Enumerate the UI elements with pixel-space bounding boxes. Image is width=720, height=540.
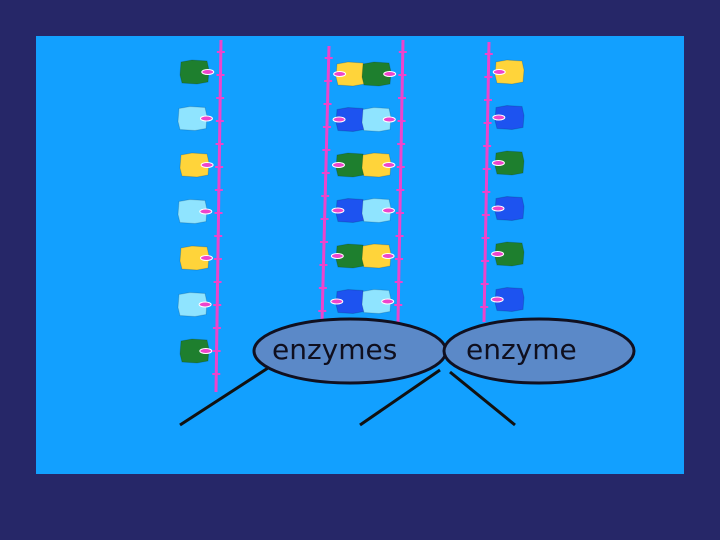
- pointer-line-left-1: [179, 366, 269, 427]
- strand-1: [177, 39, 225, 393]
- strand-4-sugar-dark-blue: [494, 104, 525, 131]
- strand-3-linkage: [382, 162, 396, 168]
- strand-3-linkage: [383, 71, 397, 77]
- strand-1-sugar-light-blue: [177, 291, 208, 318]
- strand-3-sugar-light-blue: [361, 288, 392, 315]
- strand-1-sugar-green: [179, 338, 210, 364]
- strand-2-linkage: [330, 253, 344, 259]
- strand-3: [361, 39, 407, 323]
- strand-2-linkage: [332, 116, 346, 123]
- strand-3-linkage: [381, 207, 395, 214]
- strand-4-linkage: [492, 114, 506, 121]
- strand-4-sugar-green: [494, 241, 525, 267]
- strand-3-sugar-light-blue: [361, 106, 392, 133]
- strand-3-linkage: [381, 253, 395, 259]
- strand-2-linkage: [331, 207, 345, 214]
- strand-4-backbone: [482, 41, 491, 323]
- strand-3-sugar-yellow: [361, 243, 392, 269]
- strand-1-sugar-yellow: [179, 245, 210, 271]
- strand-1-sugar-yellow: [179, 152, 210, 178]
- strand-1-sugar-light-blue: [177, 198, 208, 225]
- strand-1-linkage: [198, 301, 212, 308]
- strand-4-linkage: [491, 205, 505, 212]
- pointer-line-right: [449, 370, 516, 427]
- strand-4-linkage: [490, 296, 504, 303]
- strand-3-backbone: [396, 39, 405, 323]
- strand-1-linkage: [199, 208, 213, 215]
- strand-4-sugar-dark-blue: [494, 286, 525, 313]
- strand-3-sugar-yellow: [361, 152, 392, 178]
- strands-layer: [177, 39, 525, 393]
- strand-3-linkage: [382, 116, 396, 123]
- strand-2-backbone: [320, 45, 331, 323]
- strand-1-linkage: [199, 255, 213, 261]
- strand-2: [318, 45, 366, 323]
- strand-4-linkage: [491, 160, 505, 166]
- strand-4-sugar-dark-blue: [494, 195, 525, 222]
- strand-3-linkage: [381, 298, 395, 305]
- pointer-lines: [179, 366, 516, 427]
- strand-3-sugar-green: [361, 61, 392, 87]
- strand-1-backbone: [214, 39, 223, 393]
- strand-1-linkage: [201, 69, 215, 75]
- strand-3-sugar-light-blue: [361, 197, 392, 224]
- strand-2-linkage: [330, 298, 344, 305]
- strand-4-sugar-green: [494, 150, 525, 176]
- strand-1-linkage: [199, 348, 213, 354]
- strand-2-linkage: [333, 71, 347, 77]
- enzyme-label: enzyme: [466, 333, 577, 366]
- strand-1-sugar-green: [179, 59, 210, 85]
- strand-4-linkage: [491, 251, 505, 257]
- strand-1-sugar-light-blue: [177, 105, 208, 132]
- strand-4-sugar-yellow: [494, 59, 525, 85]
- enzyme-bubble: [442, 317, 636, 385]
- strand-1-linkage: [199, 115, 213, 122]
- enzymes-label: enzymes: [272, 333, 398, 366]
- strand-1-linkage: [200, 162, 214, 168]
- strand-4: [480, 41, 525, 323]
- pointer-line-left-2: [359, 368, 441, 427]
- strand-2-linkage: [331, 162, 345, 168]
- strand-4-linkage: [492, 69, 506, 75]
